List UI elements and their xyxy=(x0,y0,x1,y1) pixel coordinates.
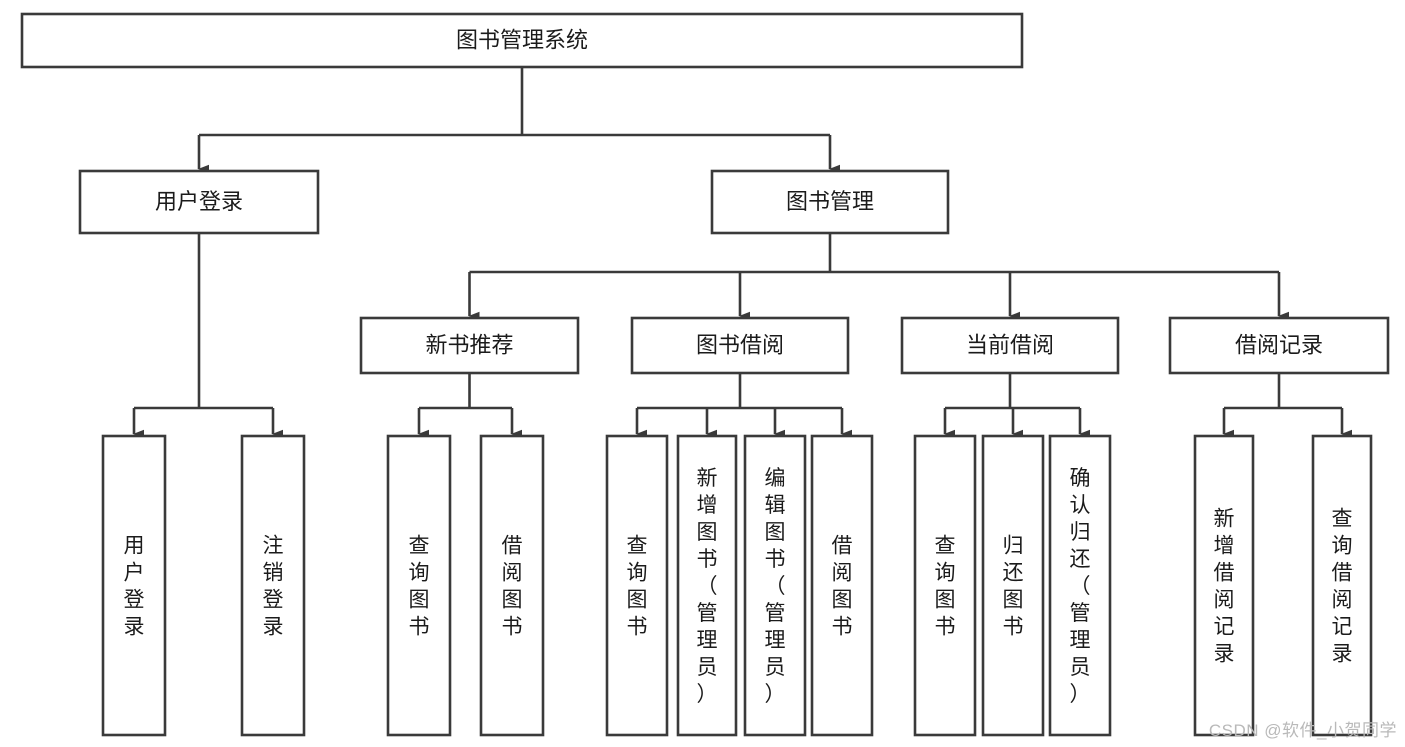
node-box xyxy=(359,316,580,375)
node-box xyxy=(479,434,545,737)
node-box xyxy=(20,12,1024,69)
node-box xyxy=(981,434,1045,737)
node-box xyxy=(1168,316,1390,375)
node-label: 归还图书 xyxy=(1003,535,1024,639)
node-box xyxy=(1193,434,1255,737)
node-label: 查询图书 xyxy=(627,535,648,639)
node-root[interactable]: 图书管理系统 xyxy=(20,12,1024,69)
node-label: 用户登录 xyxy=(155,189,243,214)
node-leaf-rc-query[interactable]: 查询借阅记录 xyxy=(1311,434,1373,737)
node-leaf-nb-borrow[interactable]: 借阅图书 xyxy=(479,434,545,737)
node-box xyxy=(630,316,850,375)
node-label: 查询图书 xyxy=(935,535,956,639)
node-box xyxy=(1048,434,1112,737)
node-current[interactable]: 当前借阅 xyxy=(900,316,1120,375)
node-label: 注销登录 xyxy=(263,535,284,639)
node-box xyxy=(240,434,306,737)
node-newbook[interactable]: 新书推荐 xyxy=(359,316,580,375)
node-leaf-bo-query[interactable]: 查询图书 xyxy=(605,434,669,737)
node-box xyxy=(386,434,452,737)
node-label: 图书管理 xyxy=(786,189,874,214)
node-leaf-rc-add[interactable]: 新增借阅记录 xyxy=(1193,434,1255,737)
node-box xyxy=(605,434,669,737)
node-label: 新书推荐 xyxy=(425,332,513,357)
node-label: 图书借阅 xyxy=(696,332,784,357)
node-leaf-bo-borrow[interactable]: 借阅图书 xyxy=(810,434,874,737)
node-label: 编辑图书（管理员） xyxy=(765,467,786,706)
node-bookmgmt[interactable]: 图书管理 xyxy=(710,169,950,235)
node-label: 借阅图书 xyxy=(832,535,853,639)
node-box xyxy=(710,169,950,235)
node-label: 查询图书 xyxy=(409,535,430,639)
node-leaf-cu-return[interactable]: 归还图书 xyxy=(981,434,1045,737)
node-box xyxy=(1311,434,1373,737)
node-leaf-user-logout[interactable]: 注销登录 xyxy=(240,434,306,737)
watermark-label: CSDN @软件_小贺同学 xyxy=(1208,721,1397,740)
node-box xyxy=(101,434,167,737)
node-box xyxy=(743,434,807,737)
node-records[interactable]: 借阅记录 xyxy=(1168,316,1390,375)
node-label: 新增借阅记录 xyxy=(1214,508,1235,666)
node-box xyxy=(810,434,874,737)
node-leaf-nb-query[interactable]: 查询图书 xyxy=(386,434,452,737)
node-label: 借阅图书 xyxy=(502,535,523,639)
node-label: 当前借阅 xyxy=(966,332,1054,357)
node-leaf-user-login[interactable]: 用户登录 xyxy=(101,434,167,737)
node-leaf-cu-query[interactable]: 查询图书 xyxy=(913,434,977,737)
node-leaf-cu-confirm[interactable]: 确认归还（管理员） xyxy=(1048,434,1112,737)
node-box xyxy=(78,169,320,235)
node-box xyxy=(676,434,738,737)
node-login[interactable]: 用户登录 xyxy=(78,169,320,235)
node-leaf-bo-add[interactable]: 新增图书（管理员） xyxy=(676,434,738,737)
connector-layer xyxy=(132,67,1352,439)
node-label: 图书管理系统 xyxy=(456,27,588,52)
node-label: 借阅记录 xyxy=(1235,332,1323,357)
node-box xyxy=(913,434,977,737)
node-label: 确认归还（管理员） xyxy=(1070,467,1091,706)
node-box xyxy=(900,316,1120,375)
node-label: 查询借阅记录 xyxy=(1332,508,1353,666)
node-label: 新增图书（管理员） xyxy=(697,467,718,706)
node-label: 用户登录 xyxy=(124,535,145,639)
node-borrow[interactable]: 图书借阅 xyxy=(630,316,850,375)
node-layer: 图书管理系统用户登录图书管理新书推荐图书借阅当前借阅借阅记录用户登录注销登录查询… xyxy=(20,12,1390,737)
node-leaf-bo-edit[interactable]: 编辑图书（管理员） xyxy=(743,434,807,737)
